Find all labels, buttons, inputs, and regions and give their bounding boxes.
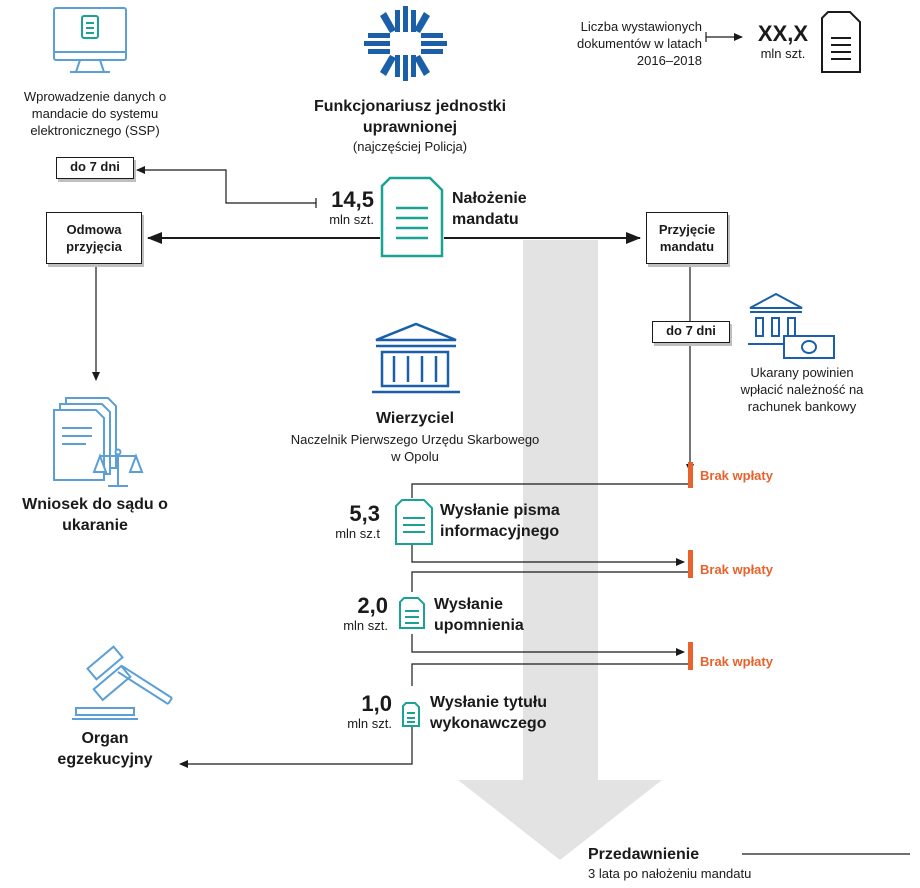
ssp-connector [136, 166, 316, 204]
legend-value-block: XX,X mln szt. [745, 21, 821, 62]
limitation-title: Przedawnienie [588, 846, 700, 863]
creditor-title: Wierzyciel [375, 410, 455, 427]
issuance-value: 14,5 [331, 187, 374, 212]
mandate-document-icon [380, 176, 444, 258]
step-reminder-unit: mln szt. [343, 618, 388, 633]
acceptance-box: Przyjęcie mandatu [646, 212, 728, 264]
connector-reminder-in [411, 571, 690, 592]
legend-text: Liczba wystawionych dokumentów w latach … [576, 19, 702, 68]
limitation-subtitle: 3 lata po nałożeniu mandatu [588, 866, 752, 881]
legend-unit: mln szt. [760, 46, 806, 61]
authority-subtitle: (najczęściej Policja) [352, 139, 468, 154]
step-reminder-label: Wysłanie upomnienia [434, 596, 524, 634]
step-letter-value-block: 5,3 mln sz.t [300, 501, 380, 542]
ssp-text: Wprowadzenie danych o mandacie do system… [23, 89, 167, 138]
authority-logo [364, 6, 447, 81]
step-letter-label: Wysłanie pisma informacyjnego [440, 502, 560, 540]
refusal-box: Odmowa przyjęcia [46, 212, 142, 264]
bank-icon [748, 292, 835, 359]
no-payment-label-2: Brak wpłaty [700, 562, 773, 577]
issuance-value-block: 14,5 mln szt. [290, 187, 374, 228]
timeline-arrow [458, 240, 662, 860]
step-letter-unit: mln sz.t [335, 526, 380, 541]
legend-document-icon [821, 11, 861, 73]
payment-text: Ukarany powinien wpłacić należność na ra… [740, 365, 864, 414]
step-letter-value: 5,3 [349, 501, 380, 526]
creditor-block: Wierzyciel Naczelnik Pierwszego Urzędu S… [290, 408, 540, 465]
letter-document-icon [395, 499, 433, 545]
step-title-value-block: 1,0 mln szt. [300, 691, 392, 732]
authority-block: Funkcjonariusz jednostki uprawnionej (na… [300, 96, 520, 155]
acceptance-deadline-box: do 7 dni [652, 321, 730, 343]
connector-to-reminder [411, 540, 685, 566]
title-document-icon [402, 702, 420, 727]
creditor-building-icon [372, 322, 460, 394]
no-payment-label-3: Brak wpłaty [700, 654, 773, 669]
issuance-unit: mln szt. [329, 212, 374, 227]
no-payment-marker [688, 550, 693, 578]
connector-to-letter [411, 483, 690, 498]
issuance-label: Nałożenie mandatu [452, 190, 527, 228]
authority-title: Funkcjonariusz jednostki uprawnionej [313, 98, 507, 136]
refusal-label: Odmowa przyjęcia [66, 222, 122, 254]
legend-value: XX,X [757, 21, 809, 46]
enforcement-label: Organ egzekucyjny [57, 730, 153, 768]
refusal-result: Wniosek do sądu o ukaranie [22, 496, 168, 534]
step-title-label: Wysłanie tytułu wykonawczego [430, 694, 548, 732]
reminder-document-icon [399, 597, 425, 629]
connector-to-enforcement [179, 724, 413, 768]
connector-to-title [411, 634, 685, 656]
step-title-unit: mln szt. [347, 716, 392, 731]
no-payment-marker [688, 462, 693, 488]
gavel-icon [72, 645, 173, 720]
step-reminder-value-block: 2,0 mln szt. [300, 593, 388, 634]
no-payment-marker [688, 642, 693, 670]
creditor-subtitle: Naczelnik Pierwszego Urzędu Skarbowego w… [290, 432, 540, 464]
step-title-value: 1,0 [361, 691, 392, 716]
connector-title-in [411, 663, 690, 686]
monitor-icon [53, 7, 127, 73]
court-document-icon [53, 397, 144, 487]
no-payment-label-1: Brak wpłaty [700, 468, 773, 483]
step-reminder-value: 2,0 [357, 593, 388, 618]
limitation-block: Przedawnienie 3 lata po nałożeniu mandat… [588, 844, 788, 882]
acceptance-label: Przyjęcie mandatu [658, 222, 716, 254]
ssp-deadline-box: do 7 dni [56, 157, 134, 179]
